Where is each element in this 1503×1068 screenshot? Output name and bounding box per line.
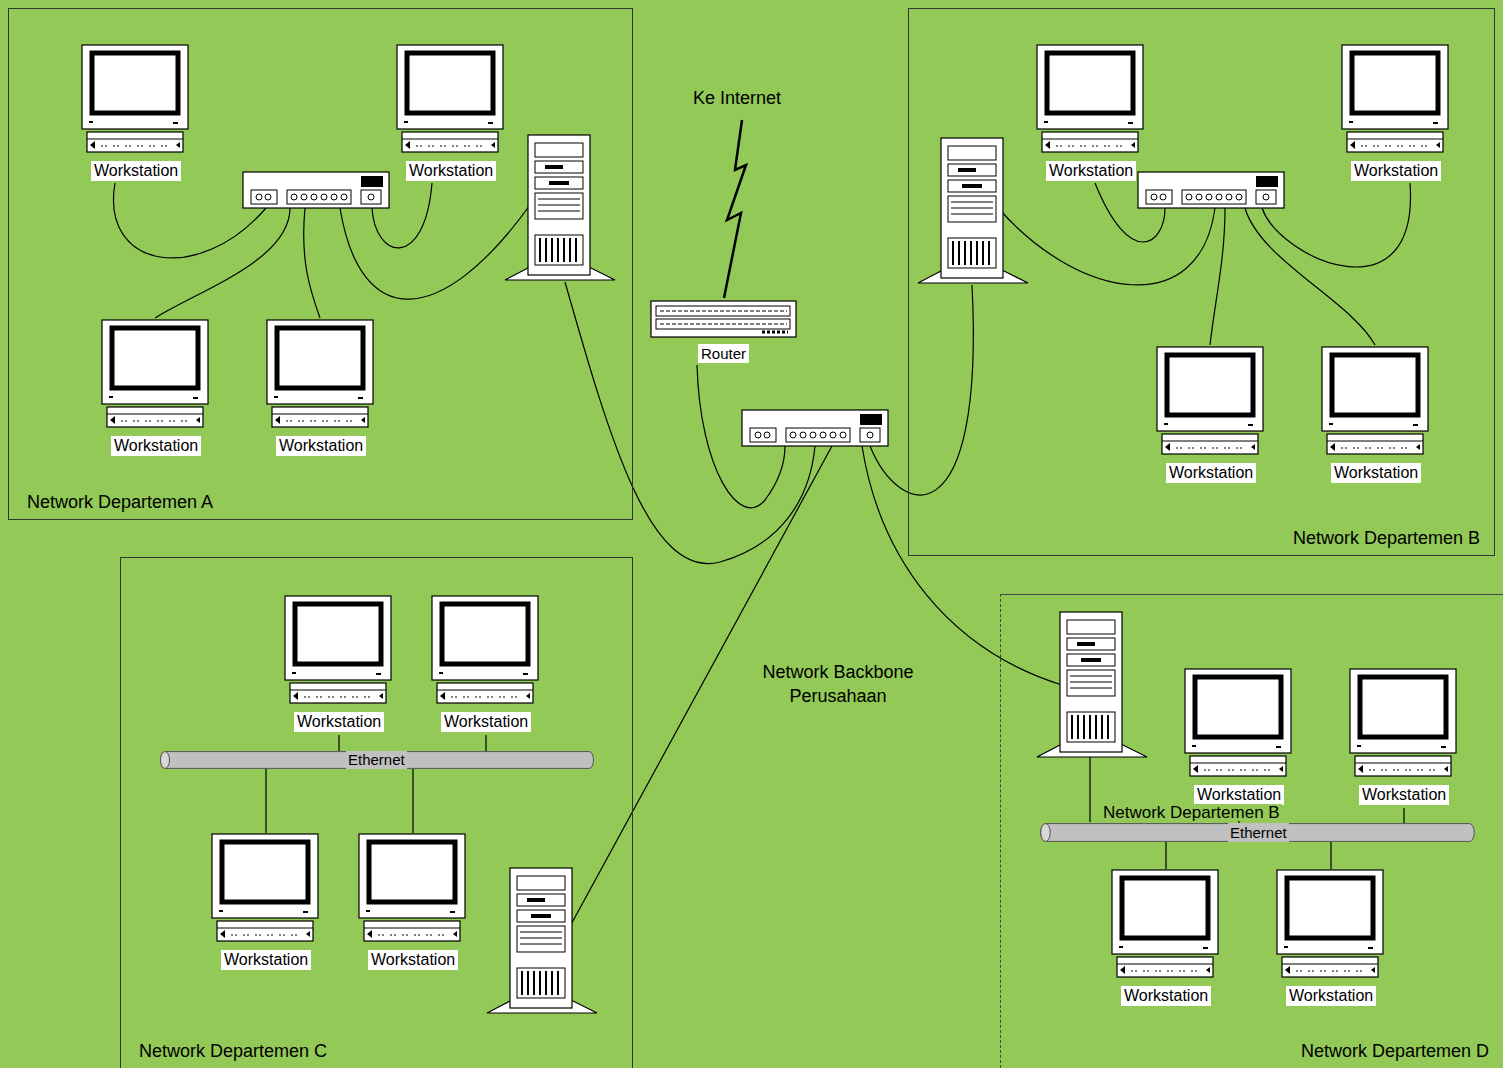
workstation-label: Workstation (406, 161, 496, 181)
ethernet-label: Ethernet (346, 751, 407, 769)
workstation-icon (1276, 869, 1386, 981)
workstation: Workstation (284, 595, 394, 735)
workstation-label: Workstation (294, 712, 384, 732)
department-label: Network Departemen A (27, 491, 213, 513)
workstation-label: Workstation (1194, 785, 1284, 805)
workstation-icon (396, 44, 506, 156)
workstation-icon (211, 833, 321, 945)
workstation-icon (358, 833, 468, 945)
workstation: Workstation (101, 319, 211, 459)
workstation-label: Workstation (221, 950, 311, 970)
department-network: Network Departemen BWorkstationWorkstati… (908, 8, 1495, 556)
department-network: Network Departemen DWorkstationWorkstati… (1000, 594, 1503, 1068)
network-link (1330, 842, 1331, 869)
workstation-icon (1341, 44, 1451, 156)
workstation-icon (81, 44, 191, 156)
network-link (1403, 808, 1404, 823)
workstation-label: Workstation (1166, 463, 1256, 483)
department-label: Network Departemen D (1301, 1040, 1489, 1062)
department-network: Network Departemen AWorkstationWorkstati… (8, 8, 633, 520)
workstation-label: Workstation (1286, 986, 1376, 1006)
workstation-label: Workstation (111, 436, 201, 456)
ethernet-bus: Ethernet (156, 751, 598, 769)
workstation: Workstation (1184, 668, 1294, 808)
diagram-label: Network Departemen B (1101, 804, 1282, 821)
workstation-icon (1184, 668, 1294, 780)
workstation: Workstation (1341, 44, 1451, 184)
workstation-label: Workstation (1046, 161, 1136, 181)
workstation: Workstation (266, 319, 376, 459)
network-link (412, 769, 413, 833)
workstation-icon (1349, 668, 1459, 780)
network-link (485, 735, 486, 751)
workstation: Workstation (1349, 668, 1459, 808)
workstation-label: Workstation (276, 436, 366, 456)
workstation-label: Workstation (91, 161, 181, 181)
workstation-icon (1156, 346, 1266, 458)
workstation-label: Workstation (1121, 986, 1211, 1006)
diagram-label: Network Backbone Perusahaan (748, 660, 928, 708)
workstation: Workstation (1156, 346, 1266, 486)
workstation-icon (1111, 869, 1221, 981)
department-label: Network Departemen B (1293, 527, 1480, 549)
workstation: Workstation (1036, 44, 1146, 184)
workstation: Workstation (81, 44, 191, 184)
workstation: Workstation (358, 833, 468, 973)
router: Router (650, 300, 798, 366)
ethernet-bus: Ethernet (1036, 823, 1479, 842)
network-link (265, 769, 266, 833)
workstation: Workstation (211, 833, 321, 973)
workstation-icon (266, 319, 376, 431)
network-link (338, 735, 339, 751)
department-label: Network Departemen C (139, 1040, 327, 1062)
workstation: Workstation (1321, 346, 1431, 486)
workstation-label: Workstation (441, 712, 531, 732)
workstation-icon (1036, 44, 1146, 156)
workstation: Workstation (396, 44, 506, 184)
workstation-icon (431, 595, 541, 707)
workstation-icon (284, 595, 394, 707)
workstation-label: Workstation (1331, 463, 1421, 483)
network-link (1165, 842, 1166, 869)
department-network: Network Departemen CWorkstationWorkstati… (120, 557, 633, 1068)
workstation: Workstation (431, 595, 541, 735)
workstation-label: Workstation (1359, 785, 1449, 805)
workstation: Workstation (1276, 869, 1386, 1009)
workstation-icon (1321, 346, 1431, 458)
router-label: Router (698, 344, 749, 363)
router-icon (650, 300, 798, 338)
workstation-label: Workstation (368, 950, 458, 970)
workstation-icon (101, 319, 211, 431)
ethernet-label: Ethernet (1228, 823, 1289, 842)
workstation: Workstation (1111, 869, 1221, 1009)
diagram-label: Ke Internet (693, 86, 781, 110)
workstation-label: Workstation (1351, 161, 1441, 181)
